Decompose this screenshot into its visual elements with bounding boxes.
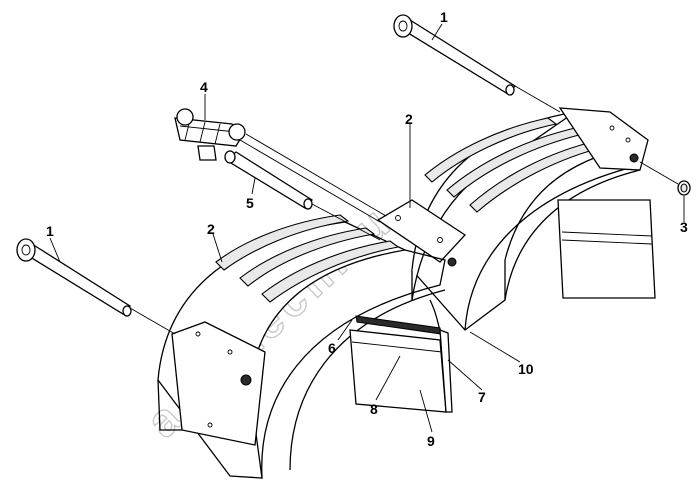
callout-plug: 3: [680, 219, 688, 235]
callout-mud-flap: 9: [427, 433, 435, 449]
callout-strip: 7: [478, 389, 486, 405]
plug: [639, 161, 691, 196]
tube: [224, 150, 381, 241]
callout-flap-right: 10: [518, 361, 534, 377]
bracket: [174, 108, 387, 223]
axle-left: [16, 238, 176, 335]
callout-flap-left: 6: [328, 340, 336, 356]
callout-axle-left: 1: [46, 223, 54, 239]
center-plate: [376, 199, 466, 267]
callout-bracket: 4: [200, 79, 208, 95]
leader-lines: [49, 23, 685, 433]
fender-right: [411, 107, 656, 331]
axle-right: [393, 14, 561, 113]
mud-flap: [349, 315, 453, 413]
fender-left: [157, 214, 446, 479]
callout-tube: 5: [246, 195, 254, 211]
callout-axle-right: 1: [440, 9, 448, 25]
callout-fender-left: 2: [207, 221, 215, 237]
callout-fender-right: 2: [405, 111, 413, 127]
callout-clamp-bar: 8: [370, 401, 378, 417]
